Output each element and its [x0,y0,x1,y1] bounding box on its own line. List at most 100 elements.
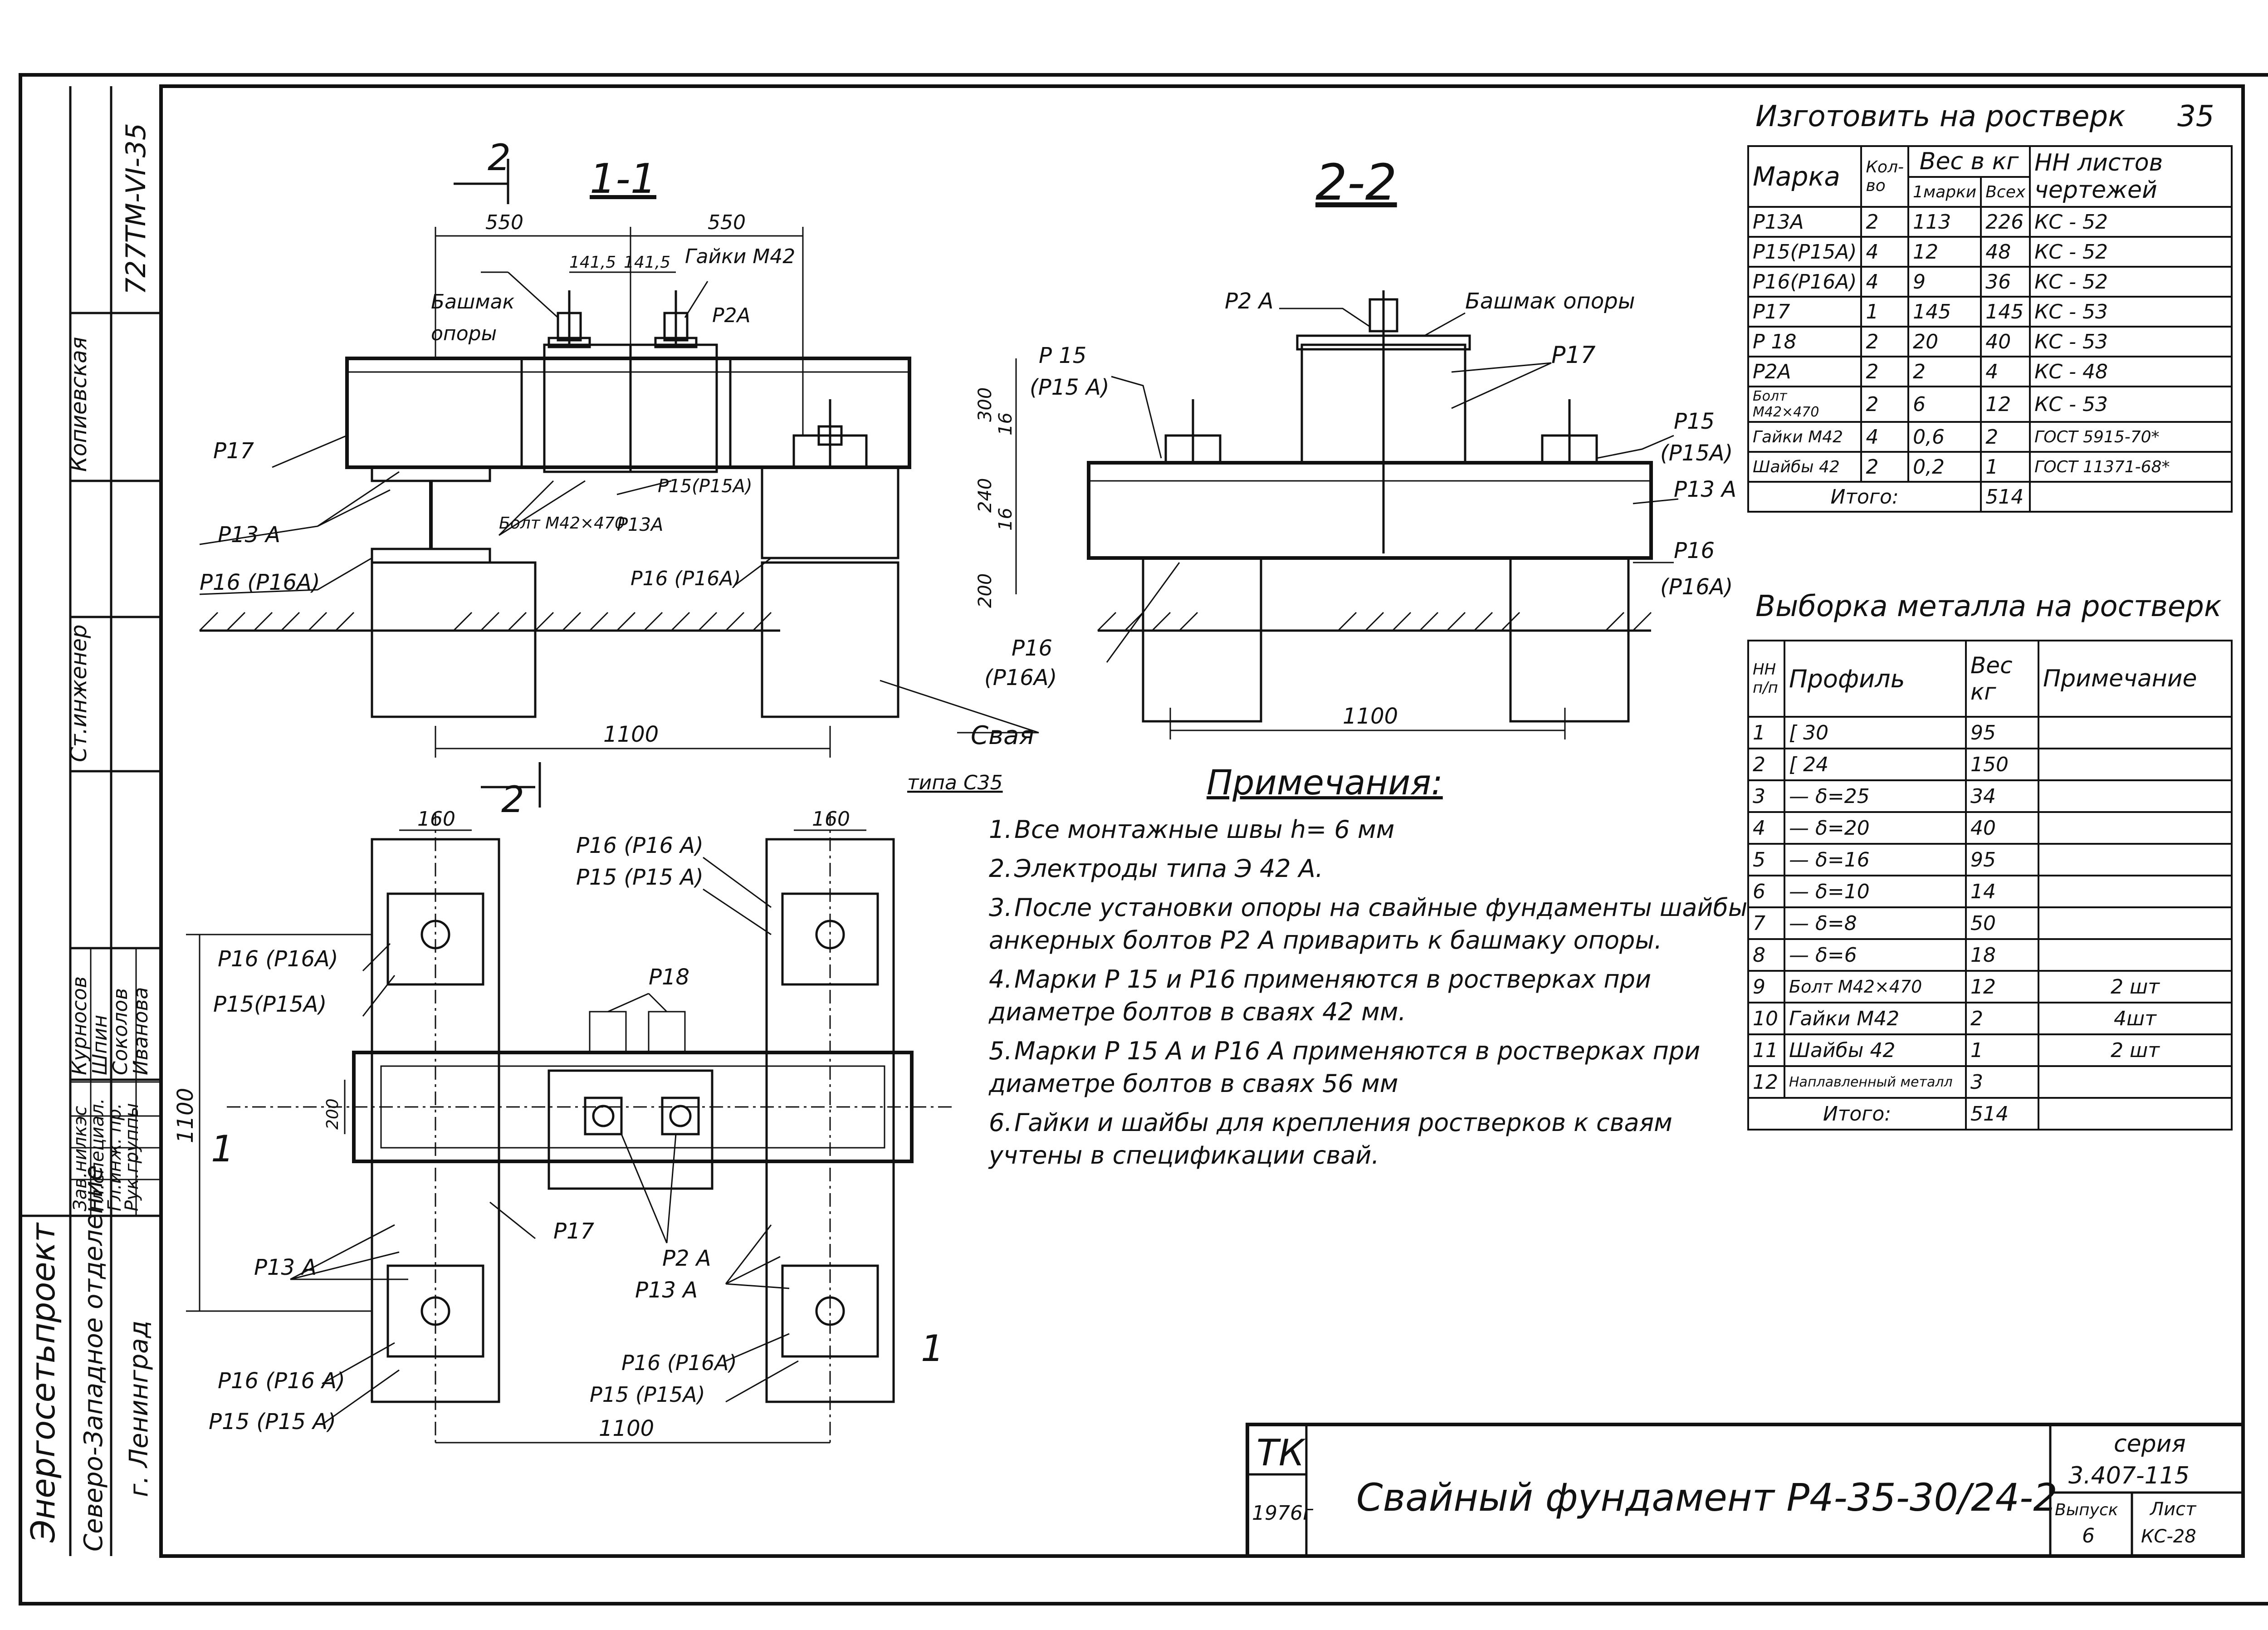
note-num: 4. [989,965,1012,994]
t1-sheet: ГОСТ 5915-70* [2029,421,2233,453]
name-top: Копиевская [66,337,92,472]
name-2: Соколов [109,988,132,1075]
t1-qty: 2 [1860,451,1910,483]
th-weight: Вес в кг [1907,145,2031,178]
label-p17-s11: Р17 [213,438,254,464]
t2-num: 9 [1747,970,1785,1003]
note-num: 5. [989,1037,1012,1065]
stamp-series-label: серия [2114,1430,2186,1458]
t1-mark: P13A [1747,206,1862,238]
t2-num: 1 [1747,716,1785,749]
stamp-sheet: КС-28 [2141,1526,2196,1547]
t1-qty: 2 [1860,326,1910,357]
t2-note [2038,938,2233,972]
cut-mark-2-bottom: 2 [501,778,524,821]
t2-profile: [ 30 [1784,716,1967,749]
section-1-1-title: 1-1 [590,155,656,203]
t2-profile: — δ=6 [1784,938,1967,972]
t2-weight: 50 [1965,906,2039,940]
label-p16-s11: Р16 (Р16А) [200,570,320,595]
role-top: Ст.инженер [66,625,92,762]
note-item: 2.Электроды типа Э 42 А. [989,852,1760,885]
t2-note [2038,716,2233,749]
t1-one: 9 [1907,266,1982,298]
t1-all: 4 [1980,356,2031,387]
label-p15-s22: Р 15 [1039,343,1086,368]
note-num: 2. [989,854,1012,883]
label-p16-s22: Р16 [1674,538,1715,563]
t2-note [2038,843,2233,876]
t1-one: 6 [1907,386,1982,423]
label-p15-right: Р15 [1674,409,1715,434]
t1-total-label: Итого: [1747,481,1982,513]
t2-num: 8 [1747,938,1785,972]
note-num: 6. [989,1108,1012,1137]
label-p18-plan: Р18 [649,964,689,990]
dim-141-b: 141,5 [624,253,670,272]
label-p16d-plan: Р16 (Р16 А) [218,1368,345,1394]
dim-200-plan: 200 [323,1098,342,1130]
t2-total-label: Итого: [1747,1097,1967,1131]
t2-weight: 95 [1965,843,2039,876]
role-3: Рук.группы [122,1103,142,1211]
dim-16-b: 16 [995,508,1016,531]
label-p17-plan: Р17 [553,1219,594,1244]
t1-one: 0,2 [1907,451,1982,483]
th-mark: Марка [1747,145,1862,208]
t1-mark: P17 [1747,296,1862,328]
label-p15a-s22: (Р15 А) [1030,375,1110,400]
label-p16c-plan: Р16 (Р16А) [621,1351,737,1375]
t2-note [2038,779,2233,813]
title-stamp [1246,1423,2245,1558]
t2-weight: 3 [1965,1065,2039,1099]
t2-note [2038,875,2233,908]
stamp-title: Свайный фундамент Р4-35-30/24-2 [1356,1475,2058,1520]
dim-550-a: 550 [485,211,523,234]
label-opory: опоры [431,322,497,345]
t1-qty: 4 [1860,236,1910,268]
role-2: Гл.инж. пр. [104,1103,125,1211]
note-item: 6.Гайки и шайбы для крепления ростверков… [989,1106,1760,1172]
t2-note [2038,748,2233,781]
t1-sheet: ГОСТ 11371-68* [2029,451,2233,483]
t1-all: 40 [1980,326,2031,357]
dim-240: 240 [975,478,996,513]
note-text: Марки Р 15 и Р16 применяются в ростверка… [989,965,1652,1026]
note-num: 3. [989,893,1012,922]
t1-one: 145 [1907,296,1982,328]
label-p2a-s22: Р2 А [1225,289,1274,314]
section-2-2-title: 2-2 [1315,153,1397,211]
t2-weight: 2 [1965,1002,2039,1035]
label-p13a-s11: Р13 А [218,522,280,548]
t1-mark: Болт М42×470 [1747,386,1862,423]
t2-num: 2 [1747,748,1785,781]
label-svaya: Свая [971,721,1034,750]
t1-all: 2 [1980,421,2031,453]
t2-profile: Болт М42×470 [1784,970,1967,1003]
t1-all: 226 [1980,206,2031,238]
label-p13a-s22: Р13 А [1674,477,1736,502]
note-item: 1.Все монтажные швы h= 6 мм [989,813,1760,846]
t1-all: 1 [1980,451,2031,483]
t1-total-value: 514 [1980,481,2031,513]
stamp-issue-label: Выпуск [2055,1501,2118,1519]
t2-num: 7 [1747,906,1785,940]
t1-one: 0,6 [1907,421,1982,453]
stamp-year: 1976г [1252,1502,1314,1525]
th2-profile: Профиль [1784,640,1967,718]
t1-mark: P15(P15A) [1747,236,1862,268]
label-p16c-s11: Р16 [1012,636,1052,661]
notes-title: Примечания: [1207,762,1443,803]
th-sheets: НН листов чертежей [2029,145,2233,208]
t1-mark: P 18 [1747,326,1862,357]
note-item: 3.После установки опоры на свайные фунда… [989,891,1760,957]
